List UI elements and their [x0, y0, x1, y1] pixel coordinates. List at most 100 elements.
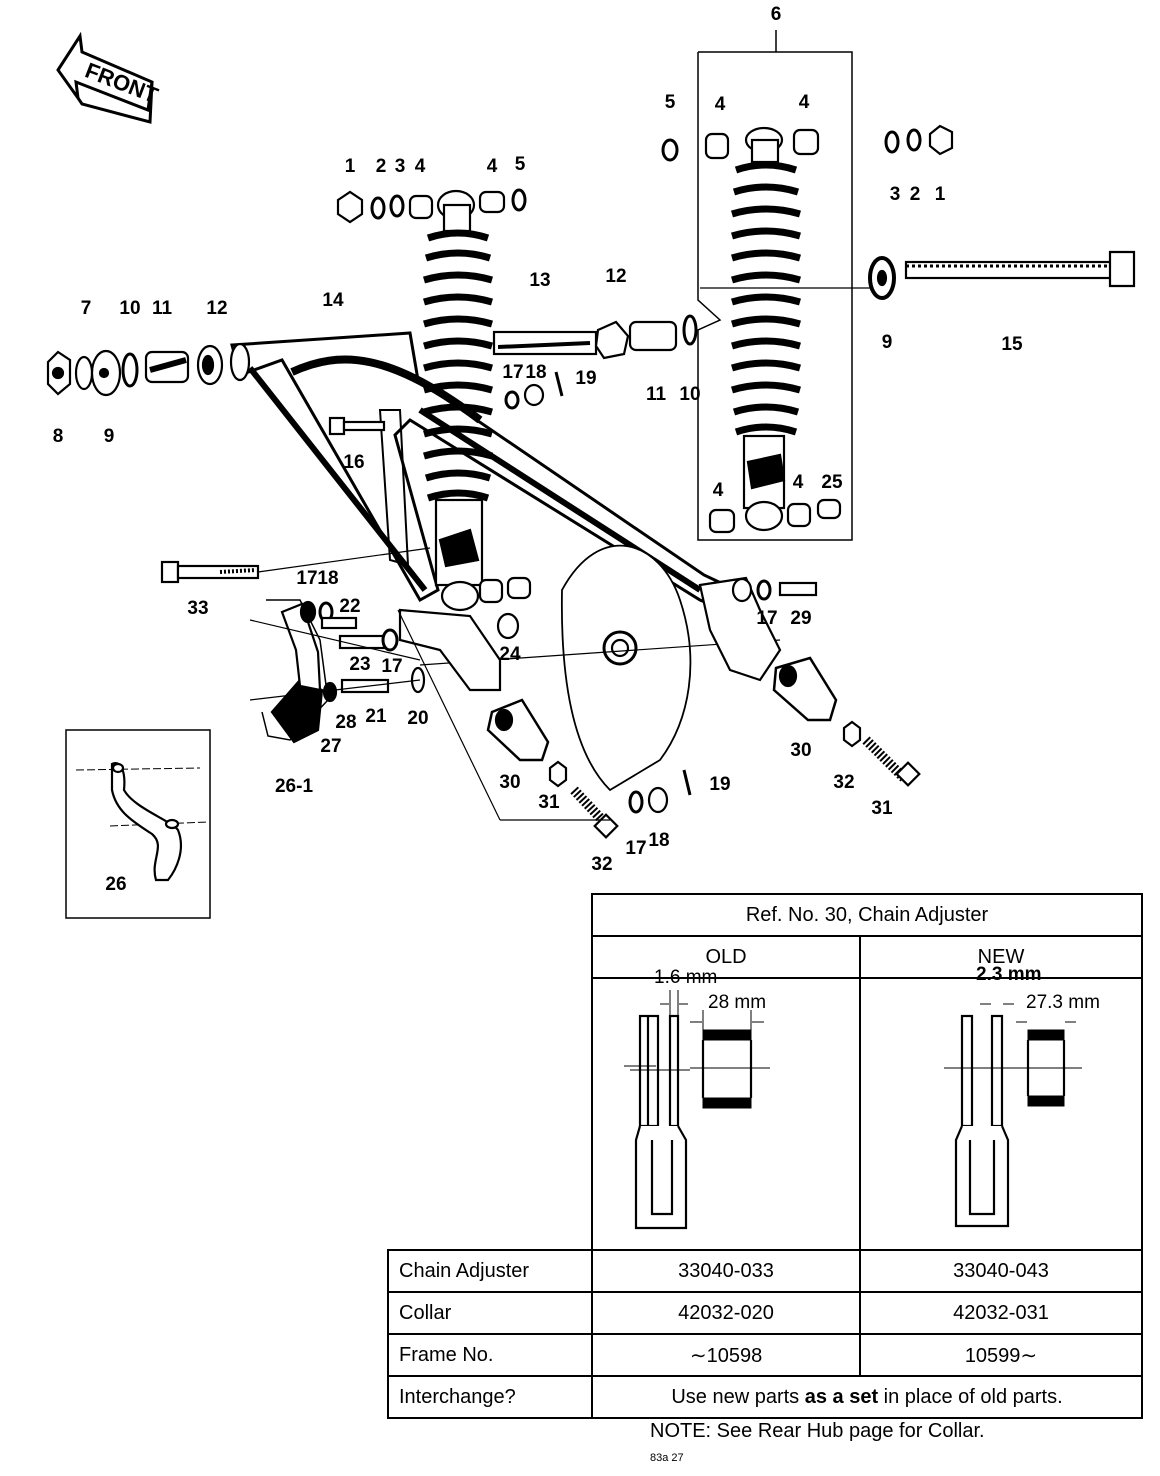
callout-17: 17 — [756, 608, 777, 629]
callout-25: 25 — [821, 472, 843, 493]
new-value: 42032-031 — [859, 1291, 1143, 1335]
callout-23: 23 — [349, 654, 370, 675]
new-dim-collar: 27.3 mm — [1026, 992, 1100, 1013]
bolt-16 — [328, 416, 386, 436]
callout-12: 12 — [206, 298, 227, 319]
callout-33: 33 — [187, 598, 208, 619]
old-value: 33040-033 — [591, 1249, 861, 1293]
old-value: ∼10598 — [591, 1333, 861, 1377]
callout-24: 24 — [499, 644, 521, 665]
callout-4: 4 — [715, 94, 726, 115]
row-label: Interchange? — [387, 1375, 593, 1419]
callout-11: 11 — [646, 384, 667, 405]
chain-adjuster-table: Ref. No. 30, Chain Adjuster OLD NEW Chai… — [387, 893, 1143, 1419]
old-drawing-cell — [591, 977, 861, 1251]
chain-adjuster-right — [772, 656, 838, 722]
callout-28: 28 — [335, 712, 356, 733]
table-row: Frame No. ∼10598 10599∼ — [387, 1333, 1143, 1377]
callout-9: 9 — [882, 332, 893, 353]
callout-17: 17 — [296, 568, 317, 589]
callout-2: 2 — [910, 184, 921, 205]
table-row: Chain Adjuster 33040-033 33040-043 — [387, 1249, 1143, 1293]
pivot-hardware-left — [46, 344, 224, 397]
callout-32: 32 — [591, 854, 612, 875]
callout-4: 4 — [793, 472, 804, 493]
callout-18: 18 — [648, 830, 669, 851]
callout-3: 3 — [890, 184, 901, 205]
callout-31: 31 — [871, 798, 893, 819]
callout-6: 6 — [771, 4, 782, 25]
row-label: Collar — [387, 1291, 593, 1335]
shock-absorber-left — [423, 189, 493, 612]
pivot-hardware-center — [492, 314, 698, 360]
callout-1: 1 — [935, 184, 946, 205]
col-new-header: NEW — [859, 935, 1143, 979]
callout-22: 22 — [339, 596, 360, 617]
callout-2: 2 — [376, 156, 387, 177]
shock-absorber-right — [731, 126, 801, 532]
callout-16: 16 — [343, 452, 364, 473]
callout-27: 27 — [320, 736, 341, 757]
interchange-text: Use new parts as a set in place of old p… — [591, 1375, 1143, 1419]
interchange-bold: as a set — [804, 1385, 879, 1408]
callout-26: 26 — [105, 874, 126, 895]
callout-12: 12 — [605, 266, 626, 287]
callout-30: 30 — [499, 772, 520, 793]
old-value: 42032-020 — [591, 1291, 861, 1335]
table-row: Interchange? Use new parts as a set in p… — [387, 1375, 1143, 1419]
new-drawing-cell — [859, 977, 1143, 1251]
callout-4: 4 — [415, 156, 426, 177]
row-label: Frame No. — [387, 1333, 593, 1377]
new-value: 33040-043 — [859, 1249, 1143, 1293]
callout-11: 11 — [152, 298, 173, 319]
callout-5: 5 — [515, 154, 526, 175]
adjuster-bolts — [397, 609, 921, 839]
callout-3: 3 — [395, 156, 406, 177]
callout-17: 17 — [625, 838, 646, 859]
callout-26-1: 26-1 — [275, 776, 313, 797]
interchange-post: in place of old parts. — [878, 1385, 1063, 1408]
callout-9: 9 — [104, 426, 115, 447]
callout-31: 31 — [538, 792, 560, 813]
top-fasteners — [336, 124, 954, 224]
front-arrow-icon: FRONT — [56, 31, 162, 124]
new-dim-thickness: 2.3 mm — [976, 964, 1042, 985]
row-label: Chain Adjuster — [387, 1249, 593, 1293]
callout-4: 4 — [713, 480, 724, 501]
callout-14: 14 — [322, 290, 344, 311]
callout-4: 4 — [799, 92, 810, 113]
inset-part-26 — [65, 729, 211, 919]
table-title: Ref. No. 30, Chain Adjuster — [591, 893, 1143, 937]
callout-17: 17 — [381, 656, 402, 677]
callout-1: 1 — [345, 156, 356, 177]
callout-29: 29 — [790, 608, 811, 629]
chain-adjuster-left — [486, 698, 550, 762]
callout-20: 20 — [407, 708, 428, 729]
callout-18: 18 — [317, 568, 338, 589]
interchange-pre: Use new parts — [671, 1385, 805, 1408]
old-dim-thickness: 1.6 mm — [654, 967, 718, 988]
callout-17: 17 — [502, 362, 523, 383]
callout-19: 19 — [709, 774, 730, 795]
callout-4: 4 — [487, 156, 498, 177]
lower-shock-bushings — [478, 371, 842, 604]
callout-19: 19 — [575, 368, 596, 389]
callout-10: 10 — [679, 384, 700, 405]
callout-18: 18 — [525, 362, 546, 383]
note-text: NOTE: See Rear Hub page for Collar. — [650, 1420, 985, 1442]
callout-21: 21 — [365, 706, 387, 727]
right-end-plate — [698, 576, 818, 682]
page-code: 83a 27 — [650, 1452, 684, 1464]
pivot-shaft — [700, 250, 1136, 300]
col-old-header: OLD — [591, 935, 861, 979]
callout-10: 10 — [119, 298, 140, 319]
table-row: Collar 42032-020 42032-031 — [387, 1291, 1143, 1335]
callout-13: 13 — [529, 270, 550, 291]
callout-7: 7 — [81, 298, 92, 319]
new-value: 10599∼ — [859, 1333, 1143, 1377]
old-dim-collar: 28 mm — [708, 992, 767, 1013]
bracket-assembly — [249, 599, 520, 744]
callout-8: 8 — [53, 426, 64, 447]
